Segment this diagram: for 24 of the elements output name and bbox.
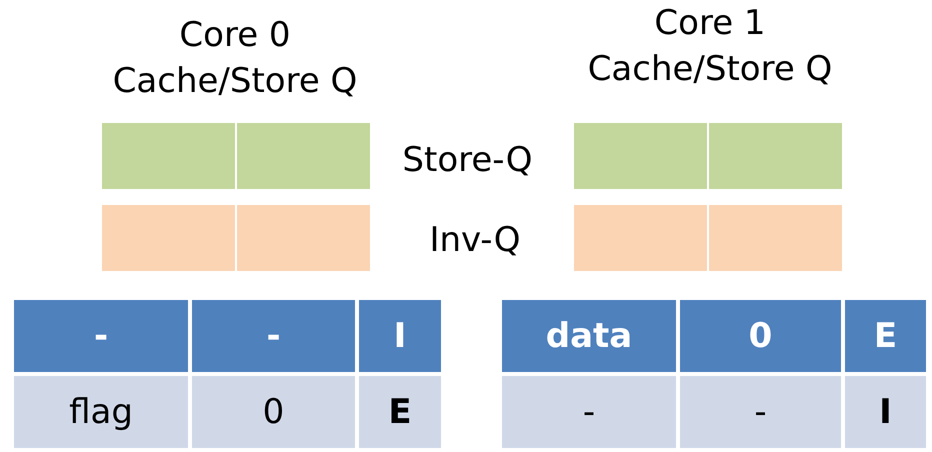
table-cell: E [357, 374, 443, 450]
table-cell: I [843, 374, 928, 450]
header-cell: data [500, 298, 678, 374]
store-queue-slot [101, 122, 236, 190]
table-cell: 0 [190, 374, 357, 450]
table-cell: - [678, 374, 843, 450]
core-title: Core 0 Cache/Store Q [112, 14, 358, 103]
core-title: Core 1 Cache/Store Q [586, 2, 834, 91]
header-cell: - [190, 298, 357, 374]
header-cell: I [357, 298, 443, 374]
invalidation-queue-slot [101, 204, 236, 272]
table-cell: - [500, 374, 678, 450]
invalidation-queue-slot [708, 204, 843, 272]
store-queue-slot [708, 122, 843, 190]
store-queue-slot [573, 122, 708, 190]
header-cell: 0 [678, 298, 843, 374]
table-cell: flag [12, 374, 190, 450]
header-cell: E [843, 298, 928, 374]
invalidation-queue-slot [573, 204, 708, 272]
invalidation-queue-slot [236, 204, 371, 272]
queue-label: Store-Q [401, 139, 534, 182]
queue-label: Inv-Q [428, 219, 522, 262]
header-cell: - [12, 298, 190, 374]
store-queue-slot [236, 122, 371, 190]
